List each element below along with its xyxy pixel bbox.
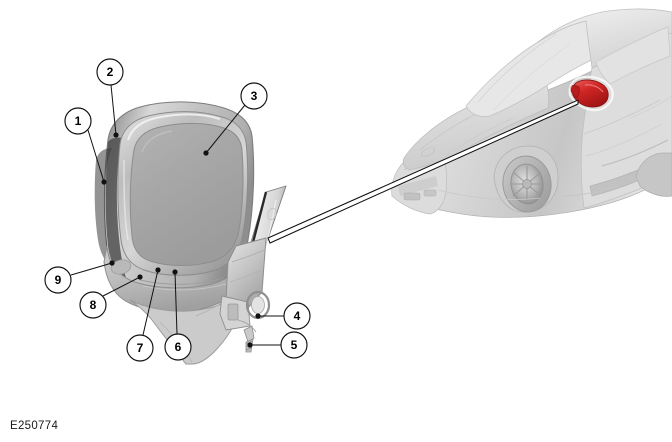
vehicle-front-wheel <box>493 145 559 213</box>
callout-circle-6[interactable] <box>164 333 192 361</box>
mirror-fastener-screw <box>243 325 255 353</box>
callout-circle-7[interactable] <box>126 334 154 362</box>
callout-circle-3[interactable] <box>240 82 268 110</box>
callout-circle-4[interactable] <box>283 302 311 330</box>
callout-circle-1[interactable] <box>64 107 92 135</box>
callout-circle-9[interactable] <box>44 266 72 294</box>
callout-circle-8[interactable] <box>79 291 107 319</box>
vehicle-rear-wheel <box>635 152 672 197</box>
housing-left-shadow <box>105 137 126 278</box>
callout-circle-5[interactable] <box>280 331 308 359</box>
callout-leader-dots <box>101 132 261 348</box>
figure-part-number: E250774 <box>10 420 59 432</box>
base-slot <box>227 303 239 321</box>
vehicle-side-window <box>595 26 671 85</box>
callout-circles <box>44 58 311 362</box>
mirror-glass <box>129 122 244 266</box>
mirror-location-pointer <box>267 99 579 244</box>
callout-circle-2[interactable] <box>96 58 124 86</box>
highlighted-door-mirror <box>568 75 614 112</box>
housing-boss <box>110 259 132 275</box>
vehicle-illustration <box>391 8 672 218</box>
mirror-foot-wedge <box>129 295 243 365</box>
callout-leader-lines <box>70 84 284 346</box>
mirror-assembly <box>94 101 287 365</box>
